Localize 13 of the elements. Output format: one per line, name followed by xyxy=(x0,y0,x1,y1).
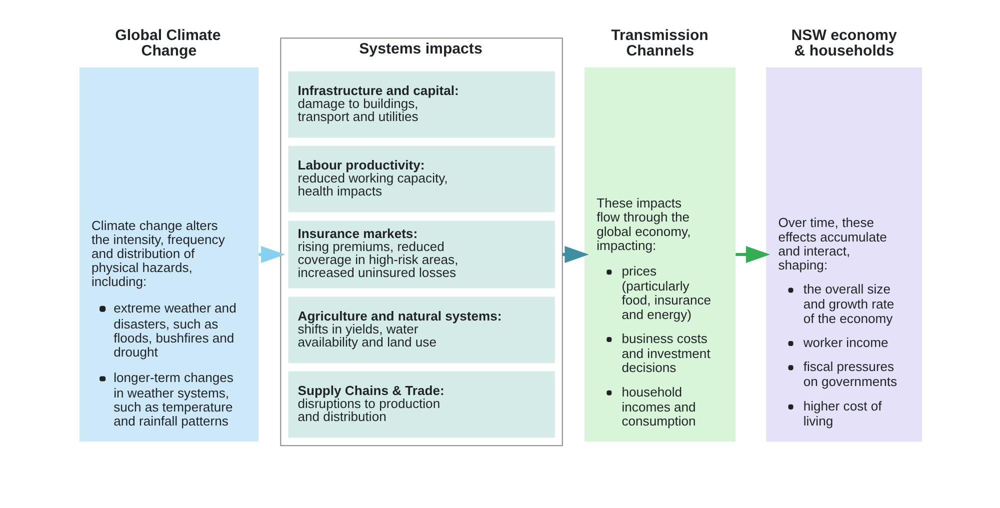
arrow xyxy=(735,246,770,262)
node-box: Labour productivity: reduced working capacity, health impacts xyxy=(288,145,554,212)
node-box: These impacts flow through the global economy, impacting: prices (particularly food, insurance and energy) business costs and investment decisions household incomes and consumption xyxy=(584,66,735,442)
node-box: Insurance markets: rising premiums, reduced coverage in high-risk areas, increased uninsured losses xyxy=(288,220,554,288)
node-label: Transmission Channels xyxy=(610,26,708,59)
node-label: Global Climate Change xyxy=(114,26,220,59)
node-box: Climate change alters the intensity, frequency and distribution of physical hazards, including: extreme weather and disasters, such as floods, bushfires and drought longer-term changes in weather systems, such as temperature and rainfall patterns xyxy=(78,66,258,442)
arrow xyxy=(258,246,285,262)
node-label: NSW economy & households xyxy=(790,26,896,59)
node-box: Infrastructure and capital: damage to buildings, transport and utilities xyxy=(288,70,554,138)
node-box: Supply Chains & Trade: disruptions to production and distribution xyxy=(288,370,554,438)
node-box: Agriculture and natural systems: shifts in yields, water availability and land use xyxy=(288,296,554,363)
node-box: Over time, these effects accumulate and interact, shaping: the overall size and growth rate of the economy worker income fiscal pressures on governments higher cost of living xyxy=(766,66,922,442)
